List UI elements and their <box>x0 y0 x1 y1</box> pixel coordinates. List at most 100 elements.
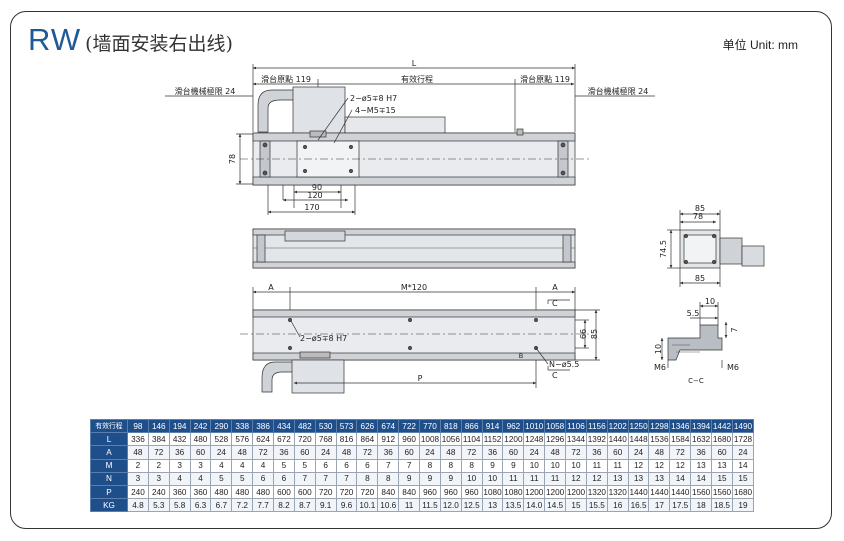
table-cell: 5.8 <box>168 498 191 513</box>
stroke-header-cell: 1058 <box>544 418 567 434</box>
table-cell: 480 <box>210 484 233 500</box>
table-cell: 72 <box>669 445 692 460</box>
dim-effective-stroke: 有效行程 <box>401 74 433 84</box>
mounting-type: (墙面安装右出线) <box>85 33 233 55</box>
table-cell: 8 <box>439 458 462 473</box>
dim-M6-right: M6 <box>727 363 739 372</box>
table-cell: 48 <box>544 445 567 460</box>
stroke-header-cell: 962 <box>502 418 525 434</box>
table-cell: 1056 <box>439 432 462 447</box>
table-cell: 1248 <box>523 432 546 447</box>
table-cell: 10.6 <box>377 498 400 513</box>
table-cell: 360 <box>189 484 212 500</box>
dim-end-78: 78 <box>693 212 703 221</box>
table-cell: 11 <box>523 471 546 486</box>
dim-mech-limit-left: 滑台機械極限 24 <box>175 86 236 96</box>
end-view-labels: 85 78 74.5 85 <box>659 204 705 283</box>
table-cell: 360 <box>168 484 191 500</box>
table-cell: 36 <box>273 445 295 460</box>
table-cell: 624 <box>252 432 275 447</box>
table-cell: 36 <box>690 445 713 460</box>
table-cell: 60 <box>293 445 316 460</box>
table-cell: 1632 <box>690 432 713 447</box>
table-cell: 10 <box>460 471 483 486</box>
table-cell: 72 <box>460 445 483 460</box>
table-cell: 60 <box>398 445 421 460</box>
table-cell: 8.7 <box>293 498 316 513</box>
table-cell: 384 <box>147 432 170 447</box>
table-cell: 11 <box>398 498 421 513</box>
table-cell: 13 <box>690 458 713 473</box>
table-cell: 10 <box>565 458 587 473</box>
table-cell: 1200 <box>565 484 587 500</box>
section-view-labels: 10 5.5 7 10 M6 M6 C−C <box>654 297 739 385</box>
table-cell: 4 <box>189 471 212 486</box>
table-cell: 912 <box>377 432 400 447</box>
table-cell: 1296 <box>544 432 567 447</box>
table-cell: 72 <box>147 445 170 460</box>
table-cell: 720 <box>293 432 316 447</box>
dim-A-right: A <box>552 283 558 292</box>
table-cell: 1440 <box>606 432 629 447</box>
stroke-header-cell: 573 <box>335 418 358 434</box>
row-label: L <box>90 432 128 447</box>
table-cell: 1344 <box>565 432 587 447</box>
table-cell: 36 <box>481 445 504 460</box>
dim-M-pitch: M*120 <box>401 283 427 292</box>
table-cell: 672 <box>273 432 295 447</box>
stroke-header-cell: 1106 <box>565 418 587 434</box>
table-cell: 11 <box>606 458 629 473</box>
unit-label: 单位 Unit: mm <box>722 38 798 52</box>
table-cell: 16.5 <box>627 498 650 513</box>
row-label: M <box>90 458 128 473</box>
section-mark-bottom: C <box>552 371 558 380</box>
table-cell: 10 <box>523 458 546 473</box>
table-cell: 1536 <box>648 432 671 447</box>
table-cell: 1440 <box>648 484 671 500</box>
table-cell: 60 <box>502 445 525 460</box>
table-cell: 1104 <box>460 432 483 447</box>
table-cell: 36 <box>585 445 608 460</box>
stroke-header-cell: 530 <box>314 418 337 434</box>
dim-slide-origin-left: 滑台原點 119 <box>261 74 311 84</box>
table-cell: 4 <box>168 471 191 486</box>
table-cell: 720 <box>356 484 379 500</box>
table-cell: 2 <box>127 458 149 473</box>
table-cell: 840 <box>377 484 400 500</box>
table-cell: 6 <box>314 458 337 473</box>
table-cell: 12 <box>627 458 650 473</box>
table-cell: 11 <box>544 471 567 486</box>
dim-height-78: 78 <box>228 154 237 164</box>
table-cell: 1392 <box>585 432 608 447</box>
table-cell: 14 <box>731 458 755 473</box>
table-cell: 10.1 <box>356 498 379 513</box>
table-cell: 864 <box>356 432 379 447</box>
table-cell: 4 <box>210 458 233 473</box>
table-cell: 9 <box>439 471 462 486</box>
stroke-header-cell: 1442 <box>711 418 733 434</box>
table-cell: 12 <box>648 458 671 473</box>
table-cell: 48 <box>231 445 254 460</box>
table-cell: 60 <box>606 445 629 460</box>
stroke-header-label: 有效行程 <box>90 418 128 434</box>
table-cell: 5 <box>273 458 295 473</box>
table-cell: 13 <box>648 471 671 486</box>
dim-mech-limit-right: 滑台機械極限 24 <box>588 86 649 96</box>
table-cell: 600 <box>273 484 295 500</box>
table-cell: 11 <box>585 458 608 473</box>
table-cell: 1440 <box>627 484 650 500</box>
table-cell: 11 <box>502 471 525 486</box>
drawing-frame <box>10 11 832 529</box>
table-cell: 48 <box>648 445 671 460</box>
table-cell: 1560 <box>711 484 733 500</box>
table-cell: 1152 <box>481 432 504 447</box>
table-cell: 13 <box>481 498 504 513</box>
stroke-header-cell: 1156 <box>585 418 608 434</box>
table-cell: 24 <box>210 445 233 460</box>
table-cell: 9 <box>398 471 421 486</box>
dim-section-5-5: 5.5 <box>687 309 700 318</box>
